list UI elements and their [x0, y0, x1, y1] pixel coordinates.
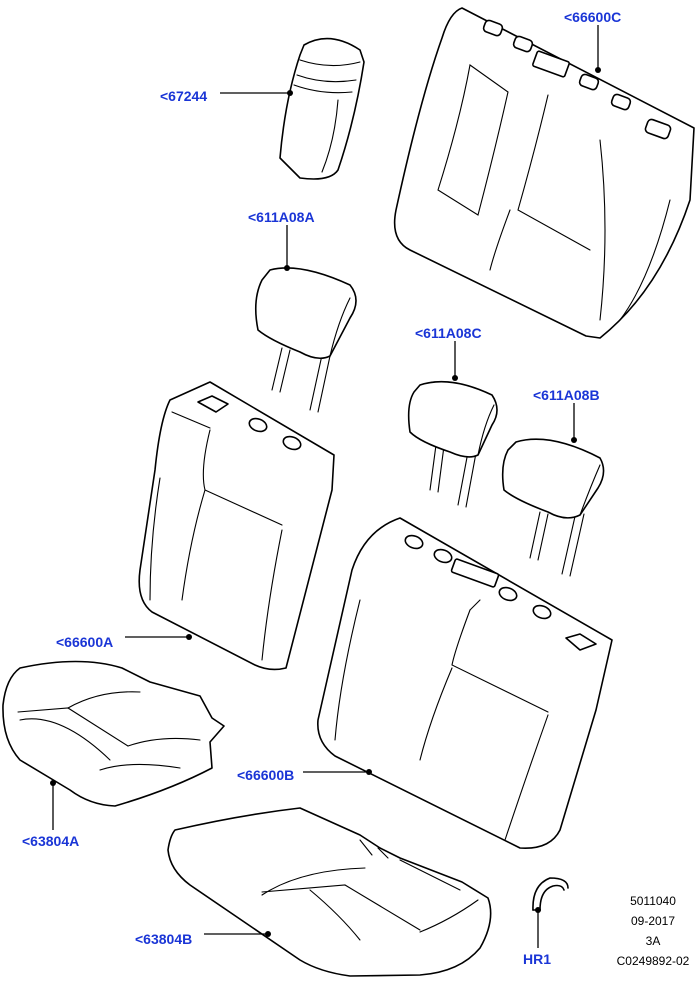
leader-63804b	[204, 931, 271, 937]
callout-63804b[interactable]: <63804B	[135, 931, 193, 947]
armrest-part	[279, 37, 365, 180]
callout-66600c[interactable]: <66600C	[564, 9, 622, 25]
callout-66600b[interactable]: <66600B	[237, 767, 295, 783]
headrest-611a08a-part	[254, 267, 357, 413]
leader-66600c	[595, 25, 601, 73]
seat-back-66600a-part	[138, 381, 335, 671]
callout-63804a[interactable]: <63804A	[22, 833, 80, 849]
leader-66600b	[303, 769, 372, 775]
headrest-611a08c-part	[407, 380, 498, 508]
drawing-id: C0249892-02	[616, 954, 690, 968]
drawing-date: 09-2017	[630, 914, 676, 928]
seat-back-66600b-part	[317, 517, 613, 849]
drawing-revision: 3A	[645, 934, 661, 948]
callout-66600a[interactable]: <66600A	[56, 634, 114, 650]
leader-611a08b	[571, 403, 577, 443]
leader-63804a	[50, 780, 56, 830]
callout-67244[interactable]: <67244	[160, 88, 208, 104]
hook-hr1-part	[532, 877, 569, 911]
drawing-info-block: 5011040 09-2017 3A C0249892-02	[610, 894, 700, 990]
callout-611a08c[interactable]: <611A08C	[415, 325, 482, 341]
seat-cushion-63804b-part	[167, 807, 492, 977]
seat-cushion-63804a-part	[2, 660, 225, 807]
callout-hr1[interactable]: HR1	[523, 951, 552, 967]
leader-611a08a	[284, 225, 290, 271]
leader-hr1	[535, 907, 541, 948]
seat-back-66600c-part	[393, 7, 695, 339]
leader-67244	[220, 90, 293, 96]
leader-611a08c	[452, 341, 458, 381]
callout-611a08a[interactable]: <611A08A	[248, 209, 315, 225]
callout-611a08b[interactable]: <611A08B	[533, 387, 600, 403]
drawing-number: 5011040	[630, 894, 676, 908]
leader-66600a	[125, 634, 192, 640]
headrest-611a08b-part	[501, 438, 605, 577]
